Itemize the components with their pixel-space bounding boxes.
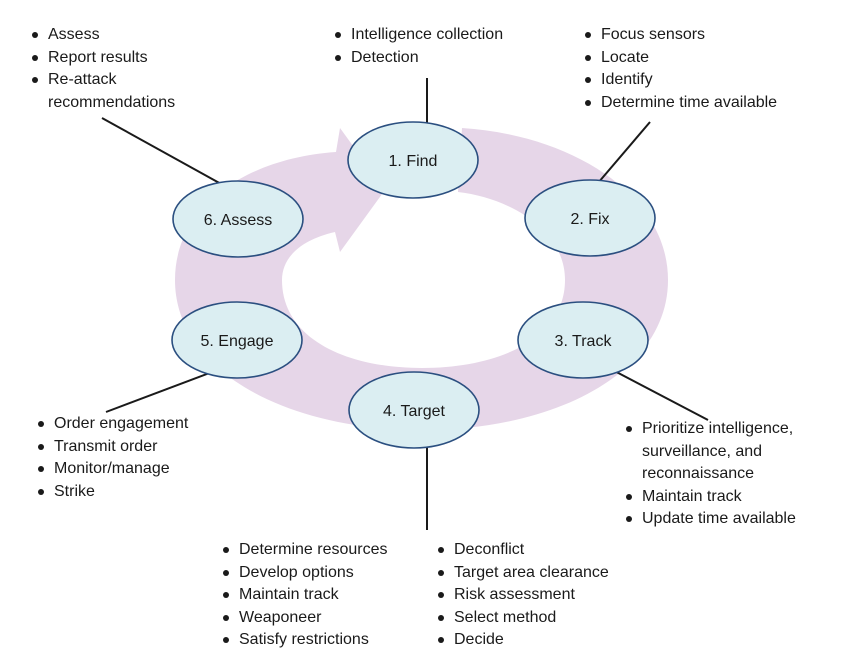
note-item: Intelligence collection [333,24,503,47]
note-item: Develop options [221,562,388,585]
note-item: Focus sensors [583,24,777,47]
node-track: 3. Track [517,301,649,379]
note-item: Identify [583,69,777,92]
node-label-fix: 2. Fix [570,211,609,228]
connector-fix [597,121,651,184]
notes-assess: Assess Report results Re-attack recommen… [30,24,175,114]
connector-assess [101,117,233,191]
node-fix: 2. Fix [524,179,656,257]
notes-target-left: Determine resources Develop options Main… [221,539,388,652]
note-item: Maintain track [624,486,796,509]
note-item: Report results [30,47,175,70]
note-item-continuation: recommendations [48,93,176,111]
note-item: Decide [436,629,609,652]
node-label-find: 1. Find [389,153,438,170]
note-item: Weaponeer [221,607,388,630]
note-item: Transmit order [36,436,188,459]
note-item: Risk assessment [436,584,609,607]
node-label-assess: 6. Assess [204,212,272,229]
node-label-target: 4. Target [383,403,446,420]
note-item: Deconflict [436,539,609,562]
note-item: Target area clearance [436,562,609,585]
note-item: Prioritize intelligence, [624,418,796,441]
note-item: Assess [30,24,175,47]
notes-find: Intelligence collection Detection [333,24,503,69]
note-item: Order engagement [36,413,188,436]
node-find: 1. Find [347,121,479,199]
node-assess: 6. Assess [172,180,304,258]
note-item: Monitor/manage [36,458,188,481]
connector-track [604,365,709,421]
node-target: 4. Target [348,371,480,449]
note-item: Satisfy restrictions [221,629,388,652]
note-item: Determine resources [221,539,388,562]
note-item: Strike [36,481,188,504]
note-item: Maintain track [221,584,388,607]
notes-engage: Order engagement Transmit order Monitor/… [36,413,188,503]
note-item: Determine time available [583,92,777,115]
node-label-engage: 5. Engage [201,333,274,350]
note-item: Locate [583,47,777,70]
note-item-continuation: reconnaissance [642,465,755,482]
notes-target-right: Deconflict Target area clearance Risk as… [436,539,609,652]
notes-track: Prioritize intelligence, surveillance, a… [624,418,796,531]
note-item-continuation: surveillance, and [642,442,763,460]
note-item: Detection [333,47,503,70]
node-engage: 5. Engage [171,301,303,379]
note-item: Re-attack [30,69,175,92]
node-label-track: 3. Track [555,333,613,350]
note-item: Update time available [624,508,796,531]
notes-fix: Focus sensors Locate Identify Determine … [583,24,777,114]
note-item: Select method [436,607,609,630]
